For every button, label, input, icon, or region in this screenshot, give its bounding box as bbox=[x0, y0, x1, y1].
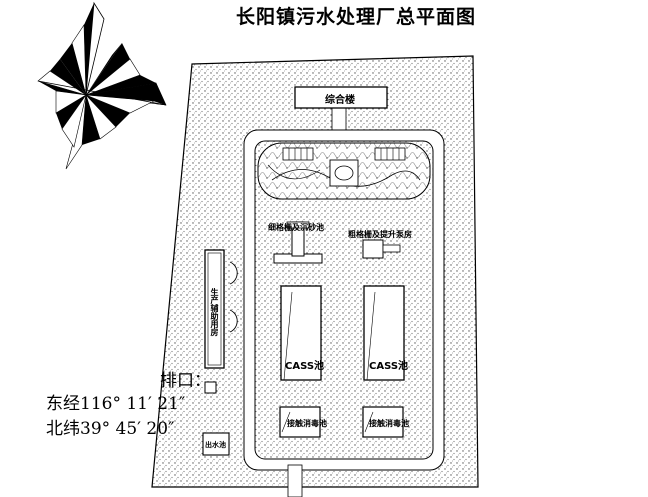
cass-right-label: CASS池 bbox=[369, 361, 409, 372]
cass-tank-left[interactable] bbox=[280, 285, 322, 381]
workshop-building[interactable] bbox=[204, 249, 238, 369]
workshop-label: 生产辅助用房 bbox=[210, 288, 219, 336]
outfall-longitude: 东经116° 11′ 21″ bbox=[46, 394, 186, 414]
disinfection-right-label: 接触消毒池 bbox=[369, 419, 409, 428]
outfall-marker bbox=[204, 381, 217, 394]
north-arrow-compass-icon bbox=[37, 1, 167, 170]
disinfection-tank-left[interactable] bbox=[279, 406, 321, 438]
fine-screen-label: 细格栅及沉砂池 bbox=[268, 223, 324, 232]
office-building-label: 综合楼 bbox=[325, 95, 355, 106]
pump-room-label: 粗格栅及提升泵房 bbox=[348, 230, 412, 239]
disinfection-tank-right[interactable] bbox=[362, 406, 404, 438]
cass-left-label: CASS池 bbox=[285, 361, 325, 372]
outfall-label: 排口： bbox=[160, 371, 211, 391]
cass-tank-right[interactable] bbox=[363, 285, 405, 381]
garden-centerpiece bbox=[329, 159, 359, 187]
outfall-pool-label: 出水池 bbox=[205, 441, 226, 449]
fine-screen-structure[interactable] bbox=[273, 221, 323, 264]
pump-room-structure[interactable] bbox=[362, 239, 401, 259]
outfall-pool[interactable] bbox=[202, 432, 230, 456]
office-building[interactable] bbox=[294, 86, 388, 109]
south-exit-road bbox=[287, 464, 303, 497]
plan-title: 长阳镇污水处理厂总平面图 bbox=[236, 6, 477, 28]
garden-bed-left bbox=[282, 147, 314, 161]
disinfection-left-label: 接触消毒池 bbox=[287, 419, 327, 428]
outfall-latitude: 北纬39° 45′ 20″ bbox=[46, 419, 175, 439]
garden-bed-right bbox=[374, 147, 406, 161]
